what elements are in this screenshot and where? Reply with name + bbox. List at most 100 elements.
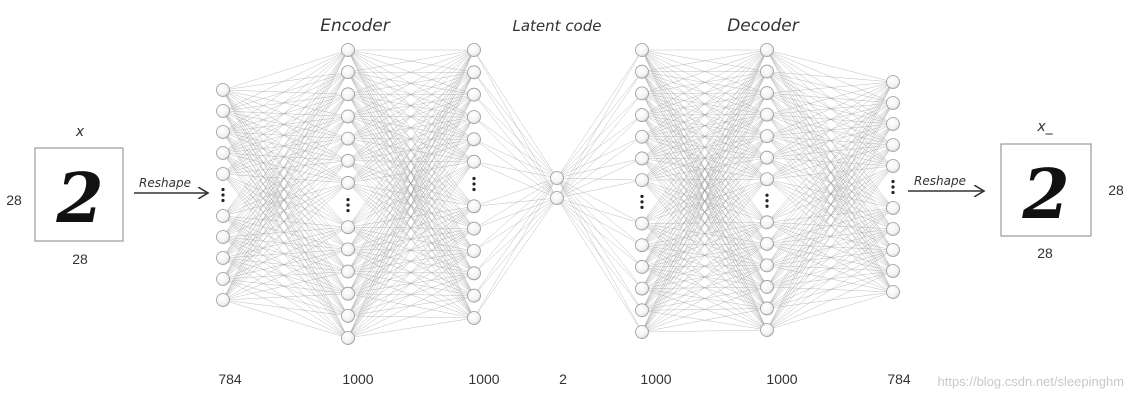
edge-1-6-12 (222, 236, 349, 339)
edge-1-9-6 (222, 182, 349, 301)
edge-1-6-3 (222, 116, 349, 238)
edge-1-8-11 (222, 278, 349, 317)
layer-size-label-2: 1000 (342, 371, 373, 387)
edge-1-8-9 (222, 271, 349, 280)
edge-1-2-2 (222, 94, 349, 133)
edge-2-8-0 (347, 49, 475, 250)
layer-1-neuron-3 (216, 146, 230, 160)
edge-1-1-4 (222, 110, 349, 139)
layer-7-ellipsis-dot (891, 179, 895, 184)
edge-1-3-10 (222, 152, 349, 294)
edge-3-1-1 (473, 72, 558, 199)
edge-6-12-3 (766, 144, 894, 331)
layer-1-neuron-9 (216, 272, 230, 286)
edge-1-3-9 (222, 152, 349, 272)
layer-1-ellipsis-dot (221, 193, 225, 197)
edge-1-6-2 (222, 94, 349, 238)
edge-5-12-3 (641, 114, 768, 333)
edge-1-3-3 (222, 116, 349, 154)
edge-6-6-9 (766, 179, 894, 293)
layer-4-neuron-0 (550, 171, 564, 185)
edge-6-2-5 (766, 92, 894, 209)
edge-5-9-0 (641, 49, 768, 268)
edge-2-11-0 (347, 49, 475, 316)
edge-2-2-0 (347, 49, 475, 95)
edge-2-12-10 (347, 295, 475, 339)
layer-size-label-6: 1000 (766, 371, 797, 387)
edge-4-0-6 (556, 177, 643, 181)
edge-1-7-7 (222, 226, 349, 259)
edge-6-2-4 (766, 92, 894, 167)
edge-1-3-6 (222, 152, 349, 184)
edge-2-12-1 (347, 72, 475, 339)
edge-6-11-0 (766, 81, 894, 309)
layer-7-ellipsis-dot (891, 185, 895, 189)
layer-2-neuron-11 (341, 286, 355, 301)
edge-3-2-1 (473, 94, 558, 199)
edge-1-4-4 (222, 138, 349, 175)
layer-5-ellipsis-dot (640, 200, 644, 204)
edge-6-8-0 (766, 81, 894, 244)
layer-4-neuron-1 (550, 191, 564, 205)
edge-5-6-0 (641, 49, 768, 181)
edge-5-11-0 (641, 49, 768, 311)
edge-6-7-8 (766, 222, 894, 272)
edge-2-12-4 (347, 139, 475, 339)
edge-2-12-8 (347, 250, 475, 339)
edge-6-7-7 (766, 222, 894, 251)
edge-4-1-7 (556, 197, 643, 224)
edge-1-2-5 (222, 131, 349, 162)
edge-1-5-11 (222, 215, 349, 317)
layer-5-neuron-0 (635, 43, 649, 57)
output-digit-image: 2 (1021, 155, 1069, 235)
edge-1-9-8 (222, 249, 349, 301)
layer-2-neuron-2 (341, 87, 355, 102)
edge-1-5-6 (222, 182, 349, 217)
edge-1-3-5 (222, 152, 349, 162)
input-image-frame (34, 147, 124, 242)
edge-1-1-5 (222, 110, 349, 162)
edge-1-1-0 (222, 49, 349, 112)
layer-1-neuron-1 (216, 104, 230, 118)
edge-4-0-5 (556, 158, 643, 179)
edge-1-4-10 (222, 173, 349, 294)
layer-3-neuron-9 (467, 244, 481, 258)
layer-size-label-4: 2 (559, 371, 567, 387)
edge-1-0-7 (222, 89, 349, 228)
edge-1-0-3 (222, 89, 349, 117)
edge-5-12-8 (641, 243, 768, 333)
layer-2-neuron-3 (341, 109, 355, 124)
layer-6-neuron-9 (760, 236, 774, 251)
layer-5-neuron-4 (635, 129, 649, 144)
layer-6-neuron-4 (760, 129, 774, 144)
edge-5-12-9 (641, 265, 768, 333)
layer-3-ellipsis-dot (472, 176, 476, 181)
edge-6-6-7 (766, 179, 894, 251)
edge-6-6-0 (766, 81, 894, 180)
edge-1-1-10 (222, 110, 349, 294)
layer-3-ellipsis-dot (472, 182, 476, 186)
layer-3-neuron-8 (467, 221, 481, 236)
edge-1-3-7 (222, 152, 349, 228)
edge-1-5-2 (222, 94, 349, 217)
edge-6-8-5 (766, 207, 894, 245)
edge-6-1-5 (766, 71, 894, 209)
layer-2-neuron-9 (341, 242, 355, 257)
edge-1-5-12 (222, 215, 349, 339)
layer-2-neuron-1 (341, 65, 355, 80)
layer-6-ellipsis-dot (765, 199, 769, 203)
edge-1-1-2 (222, 94, 349, 112)
layer-5-neuron-12 (635, 303, 649, 318)
edge-1-4-9 (222, 173, 349, 272)
layer-3-neuron-12 (467, 311, 481, 325)
layer-2-neuron-0 (341, 43, 355, 57)
edge-4-0-8 (556, 177, 643, 246)
layer-7-neuron-4 (886, 159, 900, 173)
layer-5-neuron-2 (635, 86, 649, 101)
edge-4-1-9 (556, 197, 643, 268)
output-reshape-label: Reshape (914, 174, 966, 188)
layer-2-neuron-10 (341, 264, 355, 279)
edge-3-7-1 (473, 197, 558, 229)
